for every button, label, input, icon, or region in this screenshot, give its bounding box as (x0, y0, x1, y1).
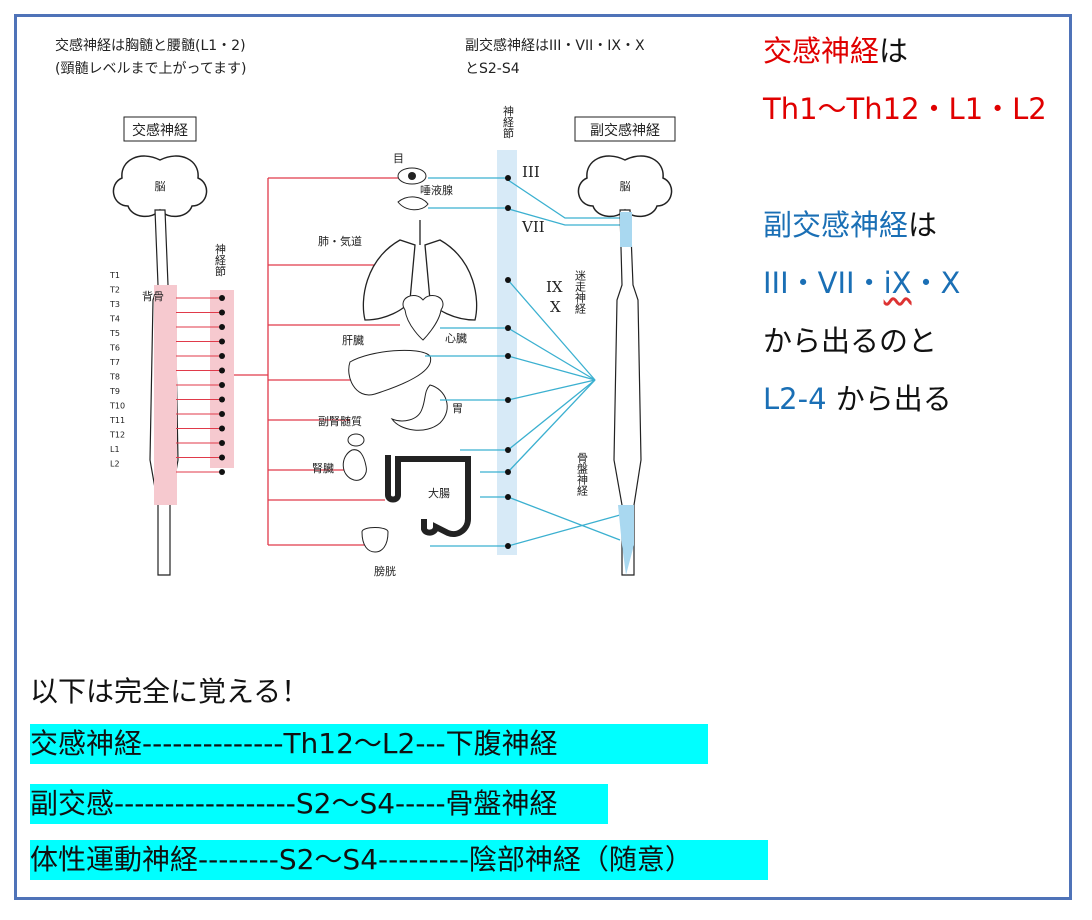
spine-label: 背骨 (142, 289, 164, 303)
vertebra-tick-label: L2 (110, 460, 120, 469)
summary-title: 以下は完全に覚える！ (30, 675, 310, 708)
organ-bladder: 膀胱 (374, 564, 396, 578)
pelvic-label: 骨盤神経 (576, 452, 589, 496)
summary-row-somatic: 体性運動神経--------S2〜S4---------陰部神経（随意） (30, 840, 768, 880)
vertebra-tick-label: T10 (109, 402, 125, 411)
vertebra-tick-label: T11 (109, 416, 125, 425)
organ-saliva: 唾液腺 (420, 183, 453, 197)
symp-box-label: 交感神経 (132, 122, 188, 139)
right-brain-label: 脳 (620, 180, 631, 193)
symp-ganglion-dot (219, 338, 225, 345)
right-spinal-cord (613, 209, 642, 576)
vertebra-tick-label: T6 (109, 344, 120, 353)
vertebra-tick-label: T3 (109, 300, 120, 309)
header-left-line2: (頸髄レベルまで上がってます) (55, 61, 247, 77)
ganglion-label-left: 神経節 (214, 242, 227, 277)
para-box-label: 副交感神経 (590, 122, 660, 139)
adrenal-shape (347, 433, 365, 447)
nervous-system-diagram: 交感神経は胸髄と腰髄(L1・2) (頸髄レベルまで上がってます) 副交感神経はI… (55, 37, 676, 578)
vertebra-tick-label: T9 (109, 387, 120, 396)
vertebra-tick-label: T5 (109, 329, 120, 338)
vertebra-tick-label: T8 (109, 373, 120, 382)
kidney-shape (342, 449, 367, 481)
vertebra-tick-label: T1 (109, 271, 120, 280)
liver-shape (348, 349, 432, 396)
vertebra-tick-label: T7 (109, 358, 120, 367)
eye-pupil (408, 172, 416, 180)
stomach-shape (390, 384, 448, 431)
symp-spine-segment (154, 285, 177, 505)
organ-stomach: 胃 (452, 402, 463, 415)
symp-ganglion-dot (219, 309, 225, 316)
organ-kidney: 腎臓 (312, 462, 334, 475)
symp-ganglion-chain (210, 290, 234, 468)
symp-ganglion-dot (219, 411, 225, 417)
vertebra-tick-label: T12 (109, 431, 125, 440)
cn-iii: III (522, 163, 540, 181)
cn-ix: IX (546, 278, 563, 296)
symp-ganglion-dot (219, 454, 225, 461)
bladder-shape (361, 527, 389, 553)
para-note-head: 副交感神経は (763, 208, 938, 242)
para-fibers (425, 177, 621, 547)
vertebra-tick-label: L1 (110, 445, 120, 454)
organ-lung: 肺・気道 (318, 234, 362, 248)
symp-ganglion-dot (219, 425, 225, 432)
header-right-line1: 副交感神経はIII・VII・IX・X (465, 37, 645, 54)
header-right-line2: とS2-S4 (465, 61, 520, 77)
symp-note-head: 交感神経は (763, 34, 909, 68)
symp-ganglion-dot (219, 324, 225, 330)
symp-ganglion-dot (219, 353, 225, 359)
header-left-line1: 交感神経は胸髄と腰髄(L1・2) (55, 37, 246, 54)
symp-ganglion-dot (219, 396, 225, 403)
vagus-label: 迷走神経 (574, 270, 587, 314)
summary-row-parasympathetic: 副交感------------------S2〜S4-----骨盤神経 (30, 784, 608, 824)
symp-ganglion-dot (219, 295, 225, 301)
symp-connections (176, 295, 225, 475)
symp-note-levels: Th1〜Th12・L1・L2 (763, 92, 1047, 126)
para-note-lumbar: L2-4 から出る (763, 382, 952, 416)
para-note-nerves: III・VII・iX・X (763, 266, 961, 300)
para-sacral-segment (618, 505, 634, 575)
vertebra-tick-label: T4 (109, 315, 120, 324)
organ-colon: 大腸 (428, 486, 450, 500)
cn-x: X (550, 298, 561, 316)
summary-row-sympathetic: 交感神経--------------Th12〜L2---下腹神経 (30, 724, 708, 764)
symp-ganglion-dot (219, 440, 225, 446)
symp-fibers (234, 177, 400, 546)
organ-liver: 肝臓 (342, 334, 364, 347)
symp-ganglion-dot (219, 367, 225, 374)
para-note-from: から出るのと (763, 324, 938, 358)
para-box (574, 116, 676, 142)
colon-shape (385, 455, 471, 537)
vertebra-tick-label: T2 (109, 286, 120, 295)
organ-eye: 目 (393, 152, 404, 165)
para-ganglion-dots (505, 175, 511, 549)
ganglion-label-right: 神経節 (502, 104, 515, 139)
left-brain-label: 脳 (155, 180, 166, 193)
heart-shape (402, 295, 444, 341)
saliva-shape (397, 196, 429, 211)
symp-ganglion-dot (219, 382, 225, 388)
symp-box (123, 116, 197, 142)
outer-frame (14, 14, 1072, 900)
cn-vii: VII (521, 218, 545, 236)
para-cranial-segment (620, 212, 632, 247)
organ-adrenal: 副腎髄質 (318, 414, 362, 428)
symp-ganglion-dot (219, 469, 225, 475)
organ-heart: 心臓 (445, 332, 467, 345)
para-ganglion-strip (497, 150, 517, 555)
